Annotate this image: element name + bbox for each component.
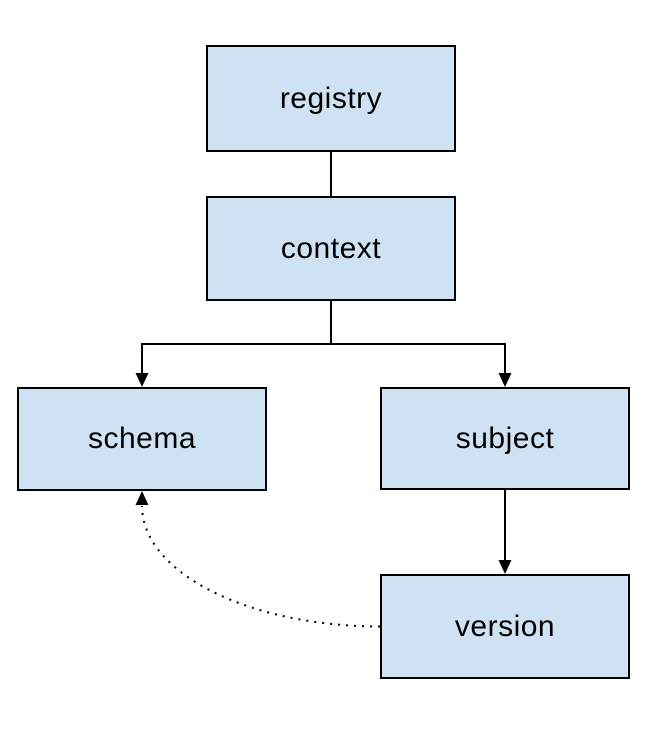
node-schema-label: schema — [87, 422, 197, 455]
node-context-label: context — [280, 231, 382, 265]
arrowhead-subject-version — [498, 560, 512, 574]
arrowhead-context-schema — [135, 373, 149, 387]
node-version: version — [380, 574, 630, 679]
node-registry-label: registry — [279, 81, 383, 115]
node-version-label: version — [454, 609, 556, 643]
node-registry: registry — [206, 45, 456, 152]
node-subject: subject — [380, 387, 630, 490]
node-schema: schema — [17, 387, 267, 491]
node-context: context — [206, 196, 456, 301]
edge-version-schema-dotted — [141, 505, 381, 628]
arrowhead-context-subject — [498, 373, 512, 387]
edge-branch-bar — [141, 343, 506, 374]
node-subject-label: subject — [455, 421, 555, 455]
arrowhead-version-schema — [135, 491, 149, 505]
